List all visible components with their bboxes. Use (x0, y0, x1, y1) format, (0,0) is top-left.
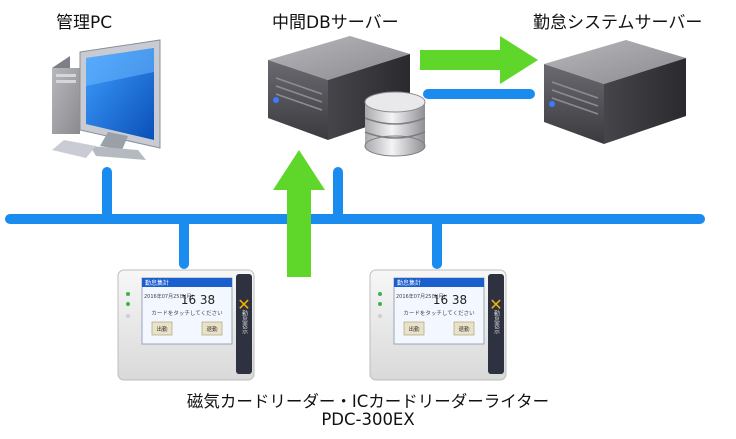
terminal-time: 16 38 (181, 293, 215, 307)
reader-writer-label: 磁気カードリーダー・ICカードリーダーライター (186, 392, 550, 411)
pc-icon (52, 39, 161, 160)
terminal-date: 2016年07月25日(月) (144, 293, 193, 300)
upload-arrow (273, 150, 325, 277)
terminal-in-button: 出勤 (408, 325, 420, 333)
terminal-side-text: 勤怠表示 (241, 309, 248, 334)
terminal-time: 16 38 (433, 293, 467, 307)
database-cylinder-icon (364, 91, 426, 157)
terminal-in-button: 出勤 (156, 325, 168, 333)
db-server-label: 中間DBサーバー (272, 13, 399, 33)
terminal-message: カードをタッチしてください (151, 309, 223, 317)
card-reader-terminal-1: ✕ 勤怠表示 勤怠集計 2016年07月25日(月) 16 38 カードをタッチ… (117, 269, 255, 381)
network-lines (5, 89, 705, 269)
attendance-server-icon (544, 40, 686, 144)
terminal-logo: ✕ (237, 295, 250, 314)
terminal-logo: ✕ (489, 295, 502, 314)
terminal-header: 勤怠集計 (397, 279, 421, 287)
card-reader-terminal-2: ✕ 勤怠表示 勤怠集計 2016年07月25日(月) 16 38 カードをタッチ… (369, 269, 507, 381)
attendance-server-label: 勤怠システムサーバー (533, 13, 703, 33)
management-pc-label: 管理PC (56, 13, 113, 33)
terminal-out-button: 退勤 (458, 325, 470, 333)
model-label: PDC-300EX (321, 410, 415, 429)
terminal-date: 2016年07月25日(月) (396, 293, 445, 300)
terminal-message: カードをタッチしてください (403, 309, 475, 317)
terminal-side-text: 勤怠表示 (493, 309, 500, 334)
terminal-out-button: 退勤 (206, 325, 218, 333)
terminal-header: 勤怠集計 (145, 279, 169, 287)
transfer-arrow (420, 36, 538, 84)
